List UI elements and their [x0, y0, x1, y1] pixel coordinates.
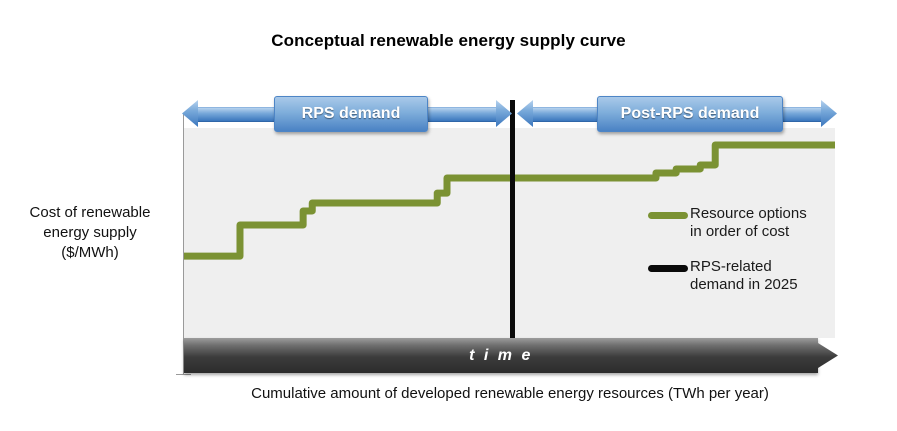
legend-label-line-1: Resource options [690, 205, 807, 222]
y-axis-label-line-3: ($/MWh) [61, 244, 119, 261]
legend-item-rps-related-demand: RPS-related demand in 2025 [648, 258, 848, 294]
post-rps-demand-band: Post-RPS demand [517, 96, 837, 132]
legend-label-line-2: demand in 2025 [690, 276, 798, 293]
rps-demand-marker-line [509, 100, 515, 341]
arrow-left-head-icon [517, 100, 533, 127]
arrow-right-head-icon [496, 100, 512, 127]
rps-demand-label: RPS demand [274, 96, 428, 132]
time-axis-arrow: t i m e [184, 338, 838, 373]
arrow-right-head-icon [821, 100, 837, 127]
plot-area-background [184, 128, 835, 338]
arrow-left-head-icon [182, 100, 198, 127]
supply-curve [184, 141, 835, 260]
post-rps-demand-label: Post-RPS demand [597, 96, 783, 132]
x-axis-label: Cumulative amount of developed renewable… [251, 385, 769, 402]
legend-label-rps-related-demand: RPS-related demand in 2025 [690, 258, 848, 294]
legend-label-line-1: RPS-related [690, 258, 772, 275]
chart-legend: Resource options in order of cost RPS-re… [648, 205, 848, 311]
time-arrow-label: t i m e [469, 347, 533, 364]
y-axis-label-line-1: Cost of renewable [29, 204, 151, 221]
y-axis-origin-tick [176, 374, 191, 375]
legend-label-line-2: in order of cost [690, 223, 790, 240]
time-arrow-body [184, 338, 818, 373]
legend-label-resource-options: Resource options in order of cost [690, 205, 848, 241]
rps-demand-band: RPS demand [182, 96, 512, 132]
legend-swatch-green-line-icon [648, 212, 688, 219]
y-axis-label: Cost of renewable energy supply ($/MWh) [4, 203, 176, 263]
legend-item-resource-options: Resource options in order of cost [648, 205, 848, 241]
y-axis-label-line-2: energy supply [43, 224, 137, 241]
chart-title: Conceptual renewable energy supply curve [271, 31, 626, 50]
y-axis-line [183, 113, 184, 375]
legend-swatch-black-line-icon [648, 265, 688, 272]
